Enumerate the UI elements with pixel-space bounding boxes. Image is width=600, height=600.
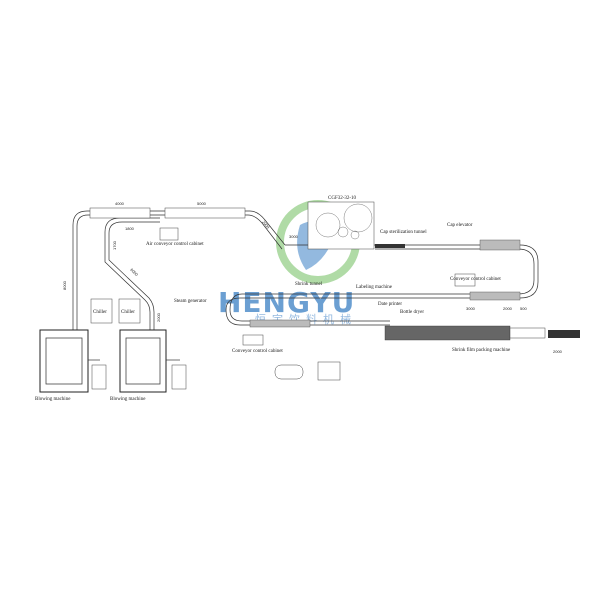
dim-vertical-left: 8000 [62,280,67,290]
filler-monoblock: CGF32-32-10 [307,196,405,250]
shrink-film-packing-machine [384,325,580,341]
dim-right-3: 500 [520,306,527,311]
dim-diag-mid: 6000 [129,267,139,277]
filler-model-label: CGF32-32-10 [328,196,357,201]
dim-right-1: 3000 [466,306,476,311]
air-conveyor-cabinet-box [159,227,179,241]
conveyor-cabinet-left-box [242,334,264,346]
conveyor-cabinet-right-label: Conveyor control cabinet [450,277,501,282]
blowing-machine-1 [39,329,107,393]
bottle-dryer-label: Bottle dryer [400,310,424,315]
cap-sterilization-label: Cap sterilization tunnel [380,230,427,235]
blowing-machine-2-label: Blowing machine [110,397,146,402]
shrink-tunnel-label: Shrink tunnel [295,282,323,287]
cap-elevator-label: Cap elevator [447,223,473,228]
pallet-forklift [274,361,341,381]
chiller-1 [90,298,113,324]
chiller-2-label: Chiller [121,310,135,315]
conveyor-cabinet-right-box [454,273,476,287]
conveyor-lines [72,207,539,330]
dim-vertical-mid: 1700 [112,240,117,250]
dim-small-1: 1800 [125,226,135,231]
steam-generator-label: Steam generator [174,299,207,304]
blowing-machine-1-label: Blowing machine [35,397,71,402]
dim-slant-right: 2000 [261,219,271,230]
date-printer-label: Date printer [378,302,402,307]
shrink-film-packing-label: Shrink film packing machine [452,348,511,353]
logo-brand: HENGYU [218,286,355,319]
conveyor-cabinet-left-label: Conveyor control cabinet [232,349,283,354]
chiller-1-label: Chiller [93,310,107,315]
dim-top-left: 4000 [115,201,125,206]
dim-end: 2000 [553,349,563,354]
labeling-machine-label: Labeling machine [356,285,393,290]
blowing-machine-2 [119,329,187,393]
dim-top-mid: 5000 [197,201,207,206]
dim-filler-in: 3000 [289,234,299,239]
dim-right-2: 2000 [503,306,513,311]
air-conveyor-cabinet-label: Air conveyor control cabinet [146,242,204,247]
dim-low-mid: 2000 [156,312,161,322]
chiller-2 [118,298,141,324]
